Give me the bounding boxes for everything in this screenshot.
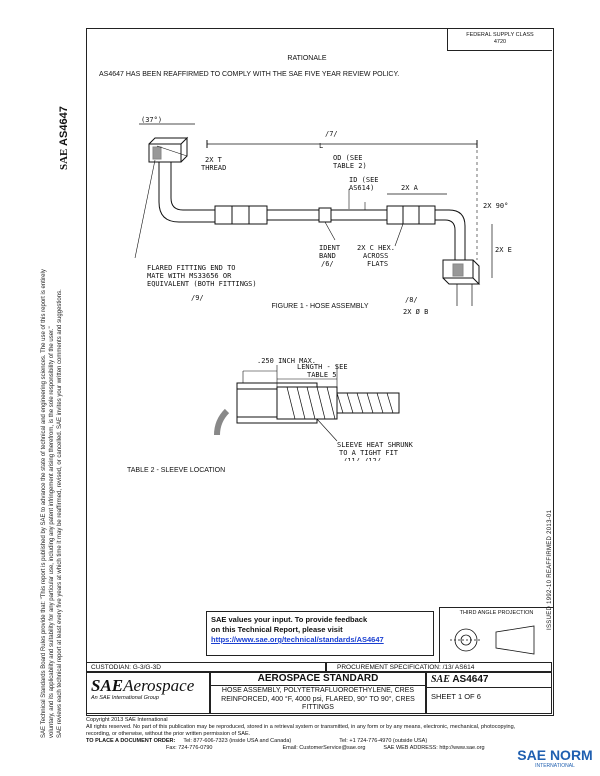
footer: Copyright 2013 SAE International All rig… <box>86 717 552 752</box>
rationale-title: RATIONALE <box>287 55 327 62</box>
brand-cell: SAEAerospace An SAE International Group <box>86 672 210 714</box>
watermark-logo: SAE NORM <box>517 747 593 763</box>
procurement-cell: PROCUREMENT SPECIFICATION: /13/ AS614 <box>326 662 552 672</box>
fax: Fax: 724-776-0790 <box>166 745 213 751</box>
right-socket <box>386 205 436 225</box>
custodian-cell: CUSTODIAN: G-3/G-3D <box>86 662 326 672</box>
twoxa-label: 2X A <box>401 184 419 192</box>
side-notice-line: voluntary, and its applicability and sui… <box>49 326 55 738</box>
figure2-caption: TABLE 2 - SLEEVE LOCATION <box>127 467 226 474</box>
standard-cell: AEROSPACE STANDARD HOSE ASSEMBLY, POLYTE… <box>210 672 426 714</box>
sheet-number: SHEET 1 OF 6 <box>431 692 481 701</box>
copyright: Copyright 2013 SAE International <box>86 717 168 723</box>
nine-label: /9/ <box>191 294 204 302</box>
procurement-text: PROCUREMENT SPECIFICATION: /13/ AS614 <box>337 664 475 671</box>
brand-sub: An SAE International Group <box>91 695 159 701</box>
supply-class-value: 4720 <box>493 39 507 45</box>
dim-37-label: (37°) <box>141 116 162 124</box>
tel-domestic: Tel: 877-606-7323 (inside USA and Canada… <box>183 738 292 744</box>
title-block: CUSTODIAN: G-3/G-3D PROCUREMENT SPECIFIC… <box>86 662 552 714</box>
twoxe-label: 2X E <box>495 246 512 254</box>
rights2: recording, or otherwise, without the pri… <box>86 731 251 737</box>
ident-band <box>318 207 332 223</box>
email: Email: CustomerService@sae.org <box>282 745 366 751</box>
standard-title: AEROSPACE STANDARD <box>211 673 425 686</box>
feedback-box: SAE values your input. To provide feedba… <box>206 611 434 656</box>
side-notice-line: SAE Technical Standards Board Rules prov… <box>41 269 47 738</box>
feedback-link[interactable]: https://www.sae.org/technical/standards/… <box>211 635 384 644</box>
side-notice: SAE Technical Standards Board Rules prov… <box>40 178 64 738</box>
figure1-caption: FIGURE 1 - HOSE ASSEMBLY <box>271 303 369 310</box>
web-address[interactable]: SAE WEB ADDRESS: http://www.sae.org <box>383 745 485 751</box>
side-notice-line: SAE reviews each technical report at lea… <box>57 289 63 738</box>
order-label: TO PLACE A DOCUMENT ORDER: <box>86 738 176 744</box>
standard-desc: HOSE ASSEMBLY, POLYTETRAFLUOROETHYLENE, … <box>221 687 415 711</box>
twox90-label: 2X 90° <box>483 202 508 210</box>
docno-cell: SAE AS4647 SHEET 1 OF 6 <box>426 672 552 714</box>
projection-box: THIRD ANGLE PROJECTION <box>439 607 553 663</box>
doc-number: SAE AS4647 <box>427 673 551 688</box>
dim-l-label: L <box>319 142 323 150</box>
issue-dates-vertical: ISSUED 1992-10 REAFFIRMED 2013-01 <box>547 509 553 630</box>
max-label: .250 INCH MAX. <box>257 357 316 365</box>
drawing-sheet: FEDERAL SUPPLY CLASS 4720 RATIONALE AS46… <box>86 28 554 716</box>
projection-label: THIRD ANGLE PROJECTION <box>459 610 534 616</box>
projection-symbol <box>450 625 535 655</box>
watermark-sub: INTERNATIONAL <box>535 763 575 769</box>
supply-class-label: FEDERAL SUPPLY CLASS <box>466 32 534 38</box>
sae-aerospace-logo: SAEAerospace <box>91 676 195 695</box>
doc-id-vertical: SAE AS4647 <box>58 106 70 170</box>
rationale-text: AS4647 HAS BEEN REAFFIRMED TO COMPLY WIT… <box>99 71 400 78</box>
dim-seven-label: /7/ <box>325 130 338 138</box>
sae-norm-watermark: SAE NORM INTERNATIONAL <box>512 747 598 770</box>
feedback-line1: SAE values your input. To provide feedba… <box>211 615 368 624</box>
right-bend <box>435 209 466 260</box>
eight-label: /8/ <box>405 296 418 304</box>
sleeve <box>276 386 338 420</box>
rights: All rights reserved. No part of this pub… <box>86 724 516 730</box>
left-socket <box>214 205 268 225</box>
supply-class-box: FEDERAL SUPPLY CLASS 4720 <box>447 29 552 51</box>
tel-intl: Tel: +1 724-776-4970 (outside USA) <box>339 738 428 744</box>
feedback-line2: on this Technical Report, please visit <box>211 625 343 634</box>
twoxb-label: 2X Ø B <box>403 308 428 316</box>
left-bend <box>158 162 215 223</box>
custodian-text: CUSTODIAN: G-3/G-3D <box>91 664 161 671</box>
